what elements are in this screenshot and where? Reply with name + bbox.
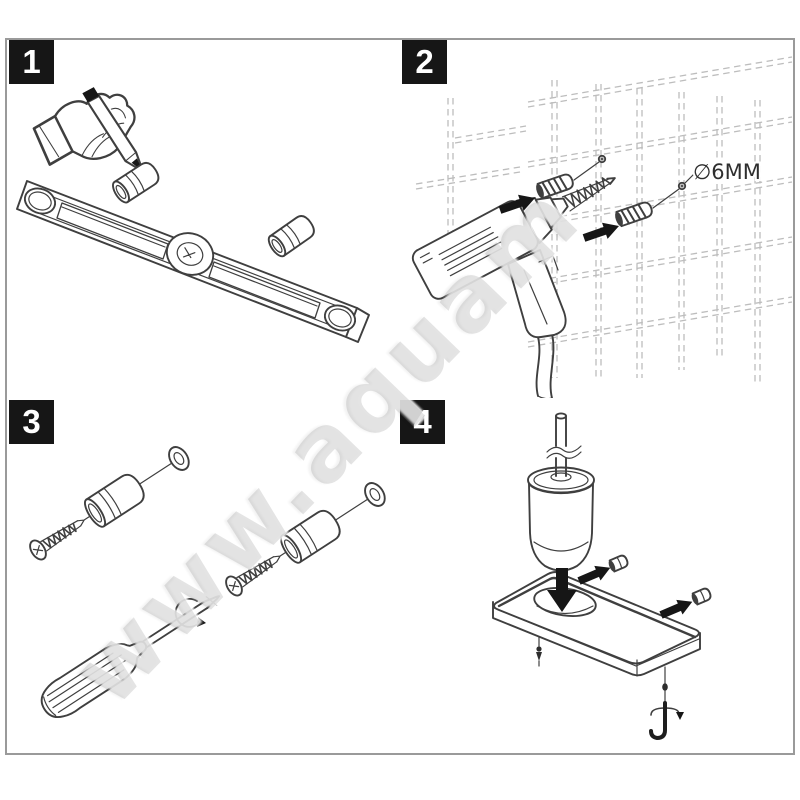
drill-hole	[677, 181, 687, 191]
wall-plug	[615, 201, 653, 228]
hex-key	[649, 701, 667, 741]
mounting-illustration	[492, 412, 712, 741]
screw-post-assembly	[225, 482, 386, 597]
step-2-panel: ∅6MM 2	[400, 40, 793, 398]
step-3-badge: 3	[9, 400, 54, 444]
step-4-number: 4	[413, 403, 432, 440]
spirit-level	[16, 180, 370, 343]
mounting-plate	[492, 571, 701, 677]
brush-cup	[527, 466, 595, 572]
insert-arrow	[659, 599, 693, 619]
wall-plug	[267, 215, 315, 258]
drill-bit	[561, 177, 616, 212]
fixing-screw	[536, 636, 542, 667]
screw-post-assembly	[29, 446, 190, 561]
tiled-wall-grid	[415, 56, 793, 382]
step-4-panel: 4	[400, 400, 793, 753]
step-1-panel: 1	[7, 40, 398, 398]
level-marking-illustration	[16, 87, 370, 343]
rotation-arrow	[174, 598, 206, 628]
insert-arrow	[577, 565, 611, 585]
level-vial	[165, 232, 215, 276]
drilling-illustration: ∅6MM	[411, 56, 793, 398]
insert-arrow	[582, 222, 619, 242]
step-3-panel: 3	[7, 400, 398, 753]
step-4-badge: 4	[400, 400, 445, 444]
hole-diameter-label: ∅6MM	[693, 160, 761, 184]
rotation-arrow	[650, 707, 684, 720]
insert-arrow	[547, 568, 577, 612]
instruction-sheet: 1	[5, 38, 795, 755]
screwdriver	[40, 595, 221, 719]
insert-arrow	[498, 194, 535, 214]
wall-plug	[112, 161, 160, 204]
pencil	[82, 87, 145, 173]
step-1-number: 1	[22, 43, 41, 80]
brush-handle	[546, 412, 582, 477]
step-3-number: 3	[22, 403, 41, 440]
screw-assembly-illustration	[29, 446, 386, 719]
step-2-number: 2	[415, 43, 434, 80]
power-drill	[411, 177, 616, 398]
hand-with-pencil	[32, 87, 145, 173]
step-1-badge: 1	[9, 40, 54, 84]
end-cap	[608, 554, 629, 573]
wall-plug	[536, 173, 574, 200]
end-cap	[691, 587, 712, 606]
grub-screw	[662, 666, 668, 704]
step-2-badge: 2	[402, 40, 447, 84]
drill-hole	[597, 154, 607, 164]
